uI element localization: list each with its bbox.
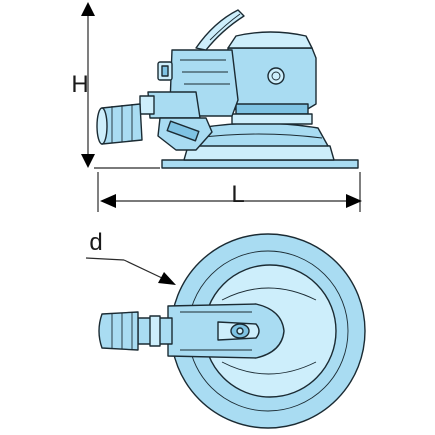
hose-ribs xyxy=(111,104,133,143)
arm-top-ring xyxy=(149,315,161,347)
pad-dome xyxy=(191,122,329,147)
arm-joint xyxy=(139,95,155,115)
pad-ridge-line xyxy=(195,133,323,139)
body-band xyxy=(235,103,309,115)
lever-edge xyxy=(209,13,241,41)
height-arrow-top xyxy=(81,2,95,16)
height-label: H xyxy=(71,71,88,98)
lever-pivot-pin xyxy=(236,327,244,335)
diameter-arrow xyxy=(158,272,176,285)
hose-opening xyxy=(96,107,108,145)
length-label: L xyxy=(231,181,244,208)
top-view: d xyxy=(85,229,366,429)
diameter-leader-diagonal xyxy=(123,259,163,279)
body-collar xyxy=(231,113,313,125)
body-port-inner xyxy=(271,71,281,81)
body-port xyxy=(267,67,285,85)
length-arrow-right xyxy=(346,194,362,208)
hub-contour xyxy=(221,287,317,375)
length-dimension: L xyxy=(97,172,362,212)
sanding-pad-side xyxy=(161,159,359,169)
hose-top-ribs xyxy=(111,312,133,350)
housing-lines xyxy=(180,59,230,85)
side-view: H L xyxy=(71,2,362,212)
body-top-cap xyxy=(227,31,313,49)
elbow-ring xyxy=(166,120,200,142)
diameter-dimension: d xyxy=(85,229,176,285)
length-arrow-left xyxy=(100,194,116,208)
body-top-lines xyxy=(180,311,252,351)
diameter-leader-horizontal xyxy=(85,257,125,261)
side-knob-center xyxy=(161,65,169,77)
lower-arm xyxy=(147,91,201,119)
height-arrow-bottom xyxy=(81,154,95,168)
height-dimension: H xyxy=(71,2,160,169)
diameter-label: d xyxy=(89,229,102,256)
